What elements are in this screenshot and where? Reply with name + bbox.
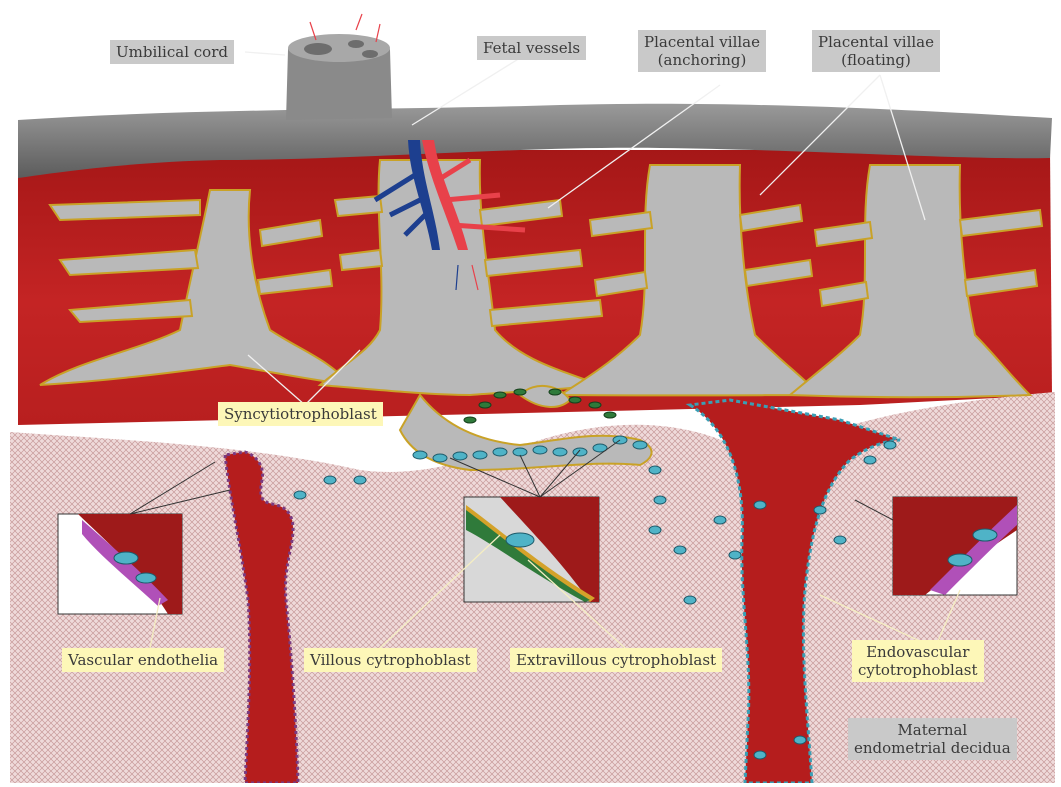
label-endovascular-cytotrophoblast: Endovascular cytotrophoblast [852, 640, 984, 682]
label-maternal-decidua: Maternal endometrial decidua [848, 718, 1017, 760]
label-extravillous-cytrophoblast: Extravillous cytrophoblast [510, 648, 722, 672]
umbilical-vein [304, 43, 332, 55]
label-umbilical-cord: Umbilical cord [110, 40, 234, 64]
umbilical-artery-1 [348, 40, 364, 48]
inset-vascular-endothelia [58, 514, 182, 614]
umbilical-artery-2 [362, 50, 378, 58]
label-vascular-endothelia: Vascular endothelia [62, 648, 224, 672]
label-syncytiotrophoblast: Syncytiotrophoblast [218, 402, 383, 426]
label-villous-cytrophoblast: Villous cytrophoblast [304, 648, 477, 672]
label-fetal-vessels: Fetal vessels [477, 36, 586, 60]
umbilical-cord-top [288, 34, 390, 62]
inset-endovascular [893, 497, 1017, 595]
label-villae-floating: Placental villae (floating) [812, 30, 940, 72]
label-villae-anchoring: Placental villae (anchoring) [638, 30, 766, 72]
